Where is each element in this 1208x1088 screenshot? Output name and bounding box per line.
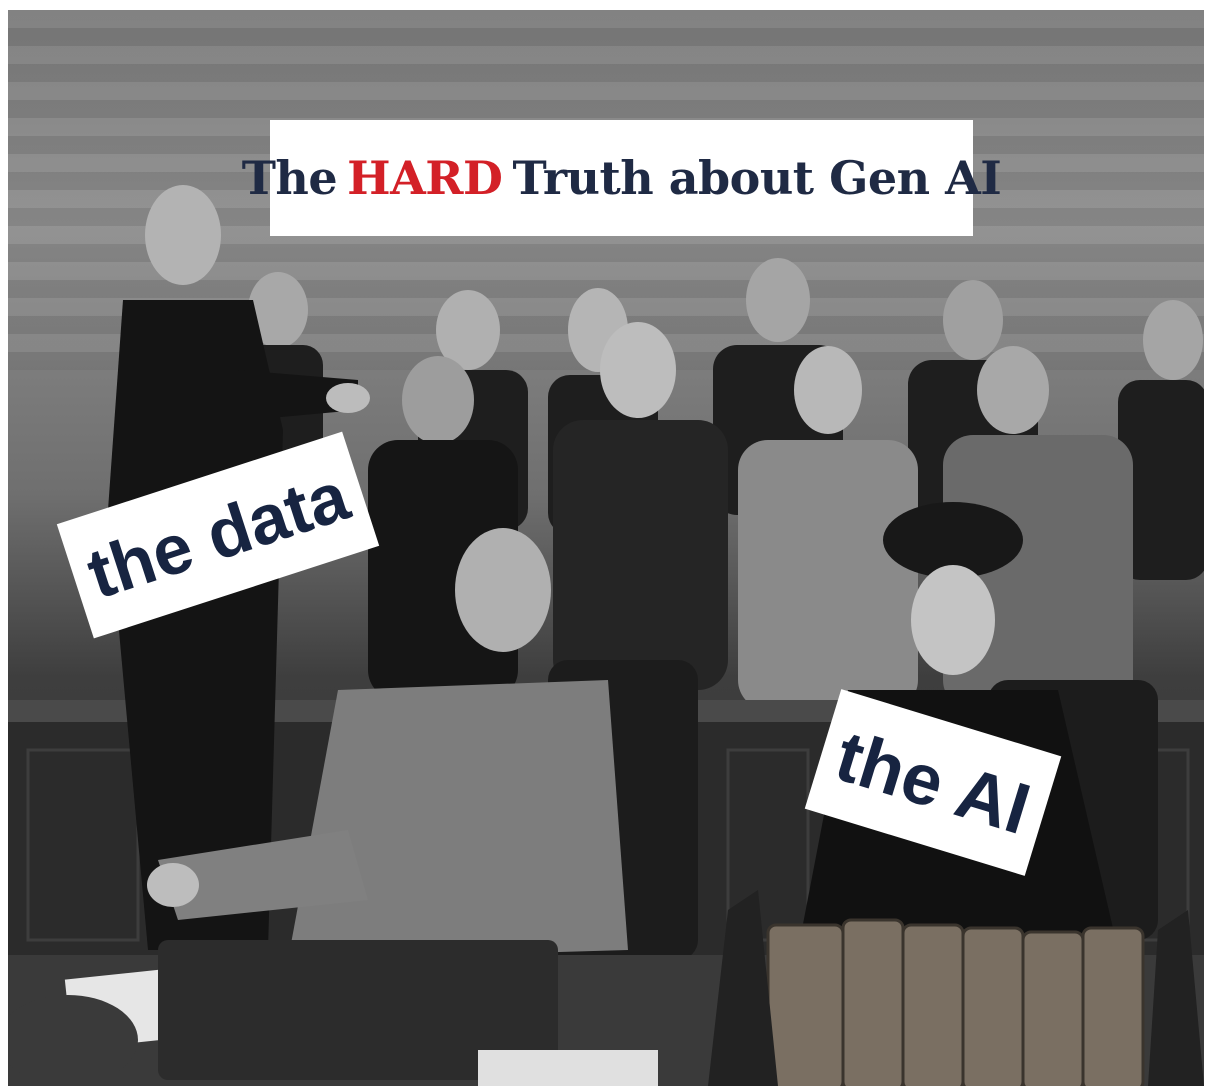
books — [766, 918, 1145, 1086]
title-highlight: HARD — [347, 151, 503, 205]
figurine — [708, 890, 778, 1086]
title-prefix: The — [241, 151, 338, 205]
seated-man — [147, 528, 698, 960]
briefcase — [158, 940, 558, 1080]
title-banner: The HARD Truth about Gen AI — [242, 120, 1002, 236]
meme-image: The HARD Truth about Gen AI the data the… — [8, 10, 1204, 1086]
title-suffix: Truth about Gen AI — [512, 151, 1002, 205]
standing-lawyer — [108, 185, 370, 950]
